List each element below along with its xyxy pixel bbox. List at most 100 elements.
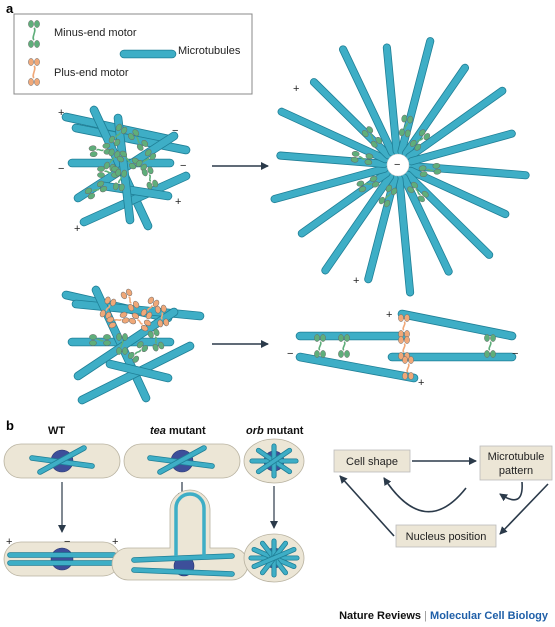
plus-sign: + bbox=[6, 536, 12, 548]
microtubule bbox=[131, 553, 235, 563]
motor-stalk bbox=[147, 304, 153, 312]
motor-head bbox=[433, 168, 442, 175]
minus-sign: − bbox=[287, 348, 293, 360]
legend: Minus-end motor Plus-end motor Microtubu… bbox=[13, 13, 253, 95]
motor-head bbox=[34, 58, 40, 66]
minus-motor-microtubule-cluster bbox=[61, 105, 191, 231]
microtubule bbox=[105, 359, 173, 383]
microtubule bbox=[295, 352, 419, 383]
motor-head bbox=[141, 345, 149, 353]
microtubule-body bbox=[72, 300, 204, 320]
cycle-arrow bbox=[499, 483, 549, 535]
motor-head bbox=[84, 187, 93, 195]
microtubule-aster bbox=[270, 37, 530, 297]
motor-stalk bbox=[104, 170, 112, 174]
motor-head bbox=[119, 311, 128, 318]
plus-end-motor bbox=[402, 356, 414, 380]
motor-head bbox=[411, 181, 419, 189]
nucleus bbox=[50, 547, 74, 571]
motor-head bbox=[88, 145, 97, 152]
motor-head bbox=[28, 78, 34, 86]
microtubule-body bbox=[402, 64, 469, 157]
microtubule bbox=[395, 174, 415, 297]
legend-plus-motor-label: Plus-end motor bbox=[54, 67, 129, 79]
motor-head bbox=[147, 330, 154, 339]
motor-head bbox=[404, 336, 410, 344]
motor-stalk bbox=[114, 318, 122, 322]
motor-head bbox=[113, 138, 121, 147]
cycle-arrow bbox=[383, 477, 467, 513]
minus-end-motor bbox=[418, 162, 442, 178]
minus-motor-legend-icon bbox=[28, 20, 40, 48]
microtubule-body bbox=[132, 568, 234, 576]
microtubule bbox=[277, 107, 390, 164]
motor-head bbox=[414, 143, 422, 151]
motor-head bbox=[385, 184, 393, 193]
microtubule bbox=[251, 546, 297, 570]
minus-end-motor bbox=[350, 150, 374, 166]
motor-head bbox=[136, 143, 144, 151]
motor-head bbox=[407, 115, 414, 124]
motor-head bbox=[118, 183, 125, 192]
motor-head bbox=[421, 190, 429, 198]
microtubule bbox=[406, 166, 510, 219]
motor-head bbox=[108, 148, 115, 157]
minus-end-motor bbox=[116, 333, 128, 355]
motor-stalk bbox=[32, 27, 36, 41]
microtubule-body bbox=[407, 167, 509, 218]
motor-head bbox=[128, 317, 137, 325]
cycle-arrow bbox=[339, 475, 395, 537]
minus-end-motor bbox=[484, 334, 496, 358]
motor-head bbox=[358, 186, 367, 193]
motor-stalk bbox=[318, 341, 322, 351]
microtubule bbox=[131, 567, 235, 577]
minus-end-motor bbox=[88, 142, 112, 158]
minus-end-motor bbox=[141, 166, 159, 190]
microtubule-body bbox=[278, 108, 389, 163]
motor-head bbox=[351, 150, 360, 157]
motor-stalk bbox=[160, 312, 164, 320]
plus-end-motor bbox=[398, 314, 410, 338]
minus-end-motor bbox=[28, 20, 40, 48]
motor-head bbox=[106, 316, 115, 323]
motor-head bbox=[121, 169, 128, 178]
motor-head bbox=[99, 309, 106, 318]
curled-microtubule bbox=[174, 492, 206, 556]
motor-head bbox=[402, 372, 408, 380]
motor-head bbox=[408, 372, 414, 380]
microtubule-body bbox=[158, 446, 206, 474]
motor-head bbox=[120, 291, 128, 300]
motor-head bbox=[432, 162, 441, 169]
plus-sign: + bbox=[175, 196, 181, 208]
motor-stalk bbox=[136, 319, 144, 325]
minus-end-motor bbox=[89, 334, 111, 346]
microtubule-body bbox=[406, 87, 506, 161]
motor-head bbox=[404, 129, 411, 138]
motor-head bbox=[108, 322, 117, 329]
minus-end-motor bbox=[108, 123, 128, 147]
motor-head bbox=[361, 130, 369, 138]
motor-head bbox=[153, 328, 160, 337]
motor-head bbox=[490, 334, 496, 342]
motor-head bbox=[136, 341, 144, 349]
motor-stalk bbox=[32, 65, 36, 79]
minus-end-motor bbox=[112, 168, 128, 192]
microtubule-body bbox=[252, 547, 296, 569]
orb-mutant-heading: orb mutant bbox=[246, 425, 304, 437]
minus-sign: − bbox=[58, 163, 64, 175]
minus-sign: − bbox=[180, 160, 186, 172]
motor-stalk bbox=[109, 156, 115, 164]
minus-end-motor bbox=[127, 129, 149, 151]
motor-head bbox=[371, 181, 380, 188]
motor-head bbox=[127, 133, 135, 141]
minus-end-motor bbox=[356, 175, 380, 193]
minus-end-motor bbox=[409, 129, 431, 151]
motor-head bbox=[320, 334, 326, 342]
minus-end-motor bbox=[361, 126, 383, 148]
motor-head bbox=[34, 78, 40, 86]
plus-end-motor bbox=[28, 58, 40, 86]
panel-b-label: b bbox=[6, 418, 14, 433]
motor-head bbox=[369, 175, 378, 182]
motor-head bbox=[116, 347, 122, 355]
motor-head bbox=[89, 340, 97, 346]
